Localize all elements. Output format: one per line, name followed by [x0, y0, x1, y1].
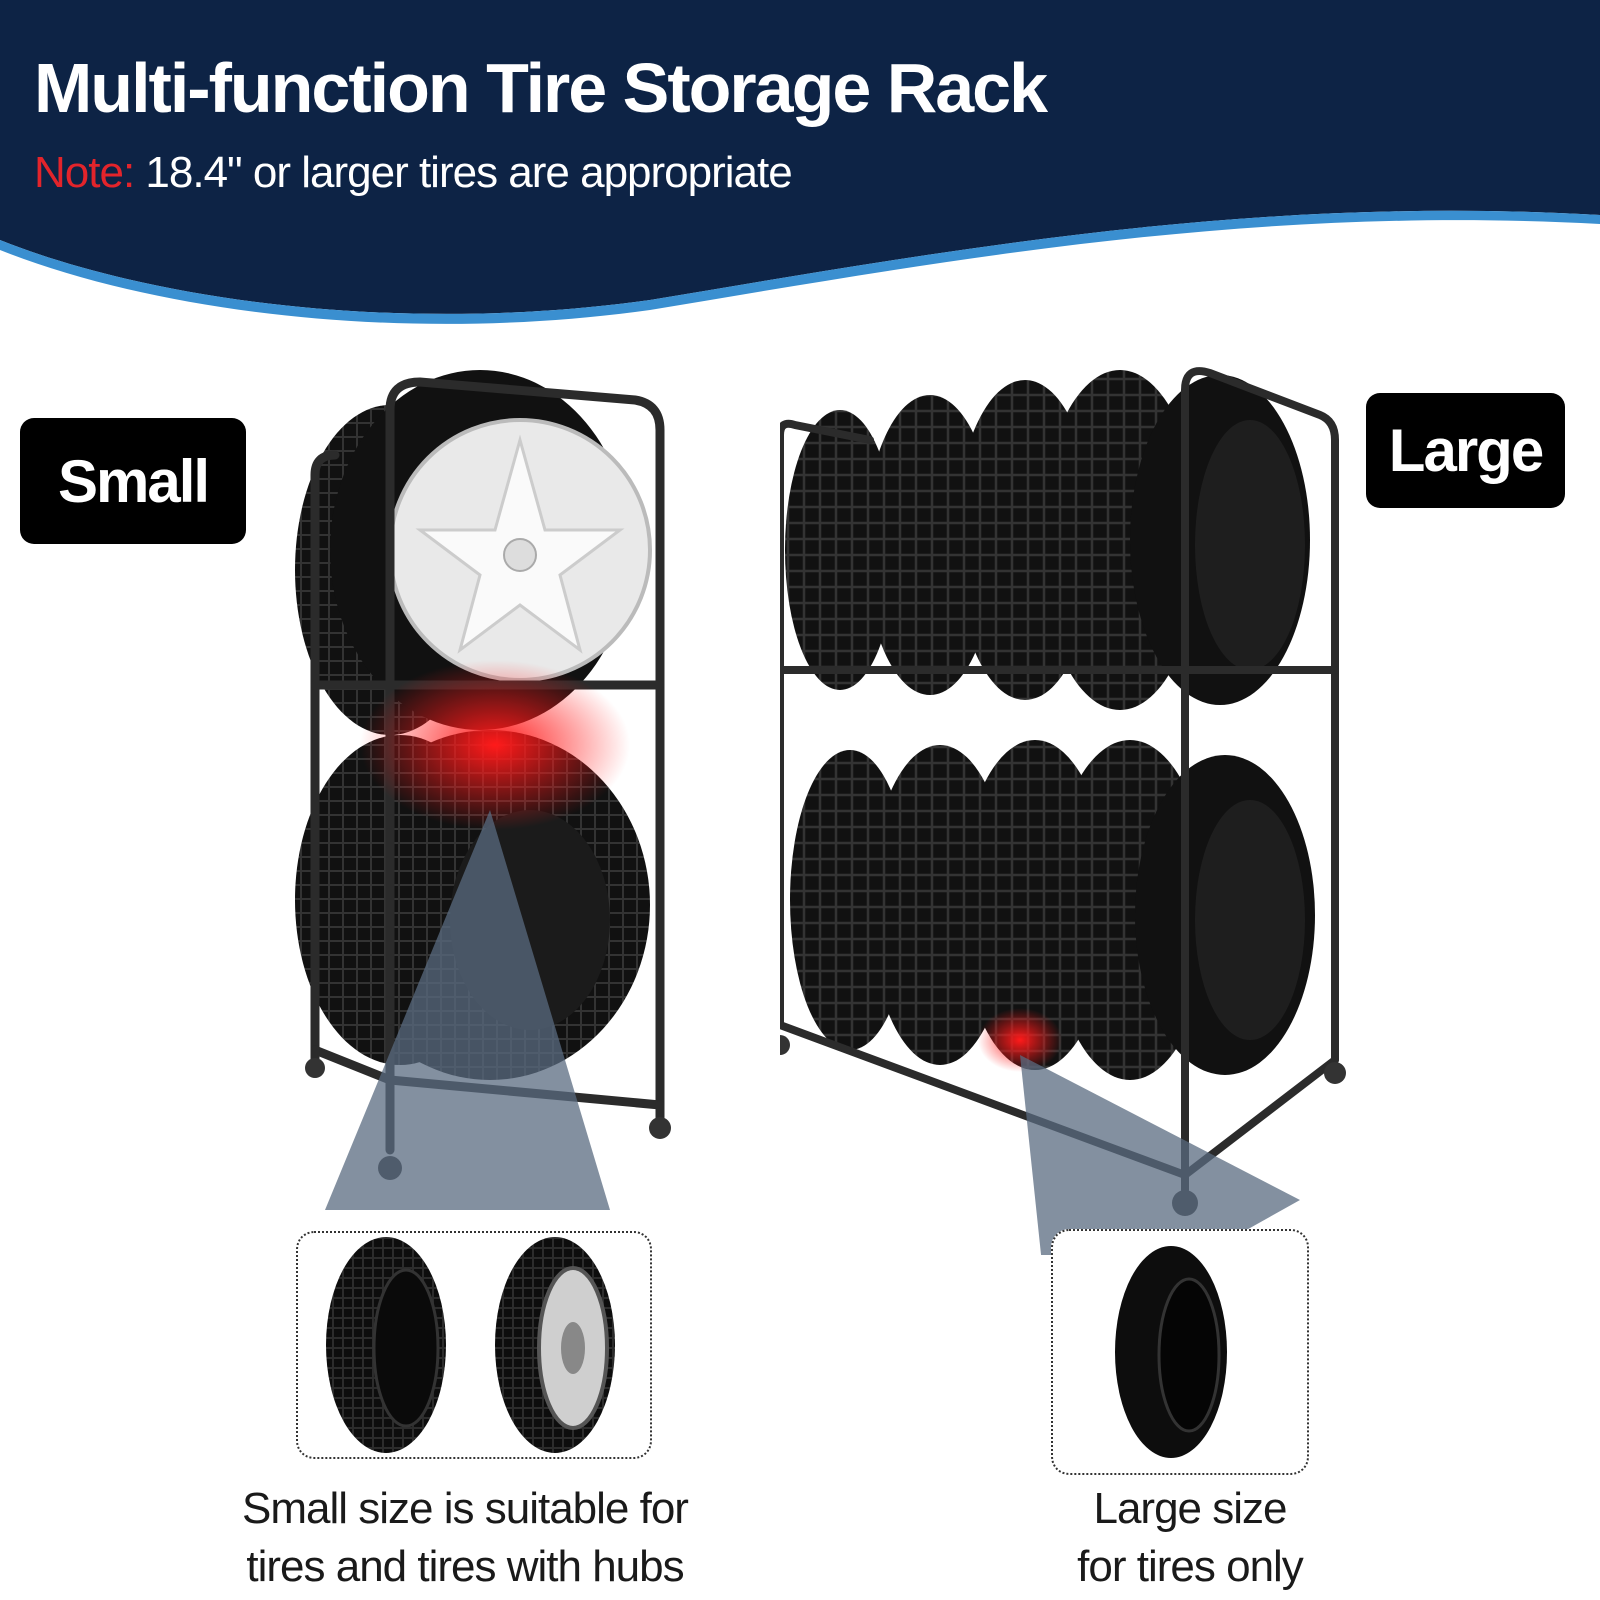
- badge-large: Large: [1366, 393, 1565, 508]
- large-rack-illustration: [780, 367, 1346, 1255]
- tire-icon: [1115, 1246, 1227, 1458]
- highlight-glow: [978, 1008, 1062, 1072]
- large-size-caption: Large size for tires only: [1040, 1480, 1340, 1596]
- header-band: [0, 0, 1600, 324]
- large-size-tires-box: [1051, 1229, 1309, 1475]
- projection-beam: [325, 810, 610, 1210]
- caption-line: for tires only: [1077, 1542, 1304, 1591]
- highlight-glow: [360, 660, 630, 830]
- small-size-tires-box: [296, 1231, 652, 1459]
- caption-line: Small size is suitable for: [242, 1484, 689, 1533]
- small-rack-illustration: [295, 370, 671, 1210]
- page-title: Multi-function Tire Storage Rack: [34, 49, 1048, 127]
- projection-beam: [1020, 1055, 1300, 1255]
- note-body: 18.4" or larger tires are appropriate: [134, 148, 792, 197]
- caption-line: tires and tires with hubs: [246, 1542, 684, 1591]
- tire: [785, 410, 895, 690]
- note-label: Note:: [34, 148, 135, 197]
- small-size-caption: Small size is suitable for tires and tir…: [230, 1480, 700, 1596]
- note-text: Note: 18.4" or larger tires are appropri…: [34, 148, 793, 198]
- badge-small: Small: [20, 418, 246, 544]
- caption-line: Large size: [1093, 1484, 1287, 1533]
- tire-icon: [326, 1237, 615, 1453]
